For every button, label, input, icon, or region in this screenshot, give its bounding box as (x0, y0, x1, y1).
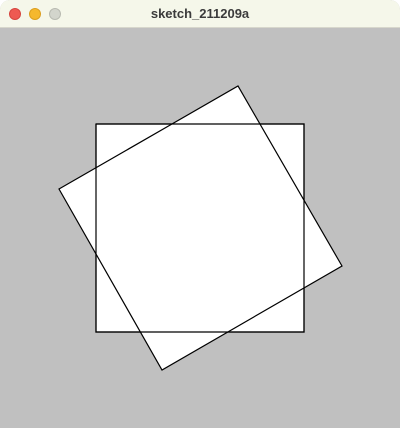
rotated-square (58, 85, 343, 371)
canvas-drawing (58, 85, 343, 371)
sketch-canvas[interactable] (0, 28, 400, 428)
square-outline-overlap (95, 123, 305, 333)
minimize-button[interactable] (29, 8, 41, 20)
close-button[interactable] (9, 8, 21, 20)
zoom-button[interactable] (49, 8, 61, 20)
window-title: sketch_211209a (150, 6, 250, 21)
title-bar[interactable]: sketch_211209a (0, 0, 400, 28)
